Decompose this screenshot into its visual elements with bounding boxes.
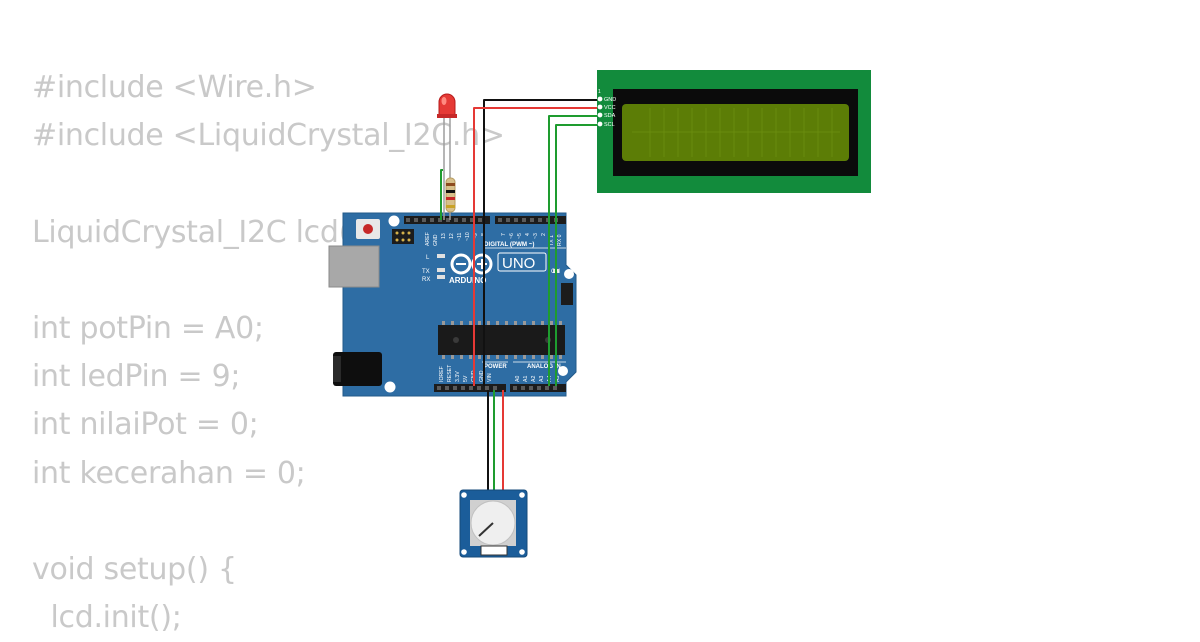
pin-label-5v: 5V [463,375,469,382]
potentiometer[interactable] [459,489,528,558]
code-line: int potPin = A0; [32,310,264,346]
pin-label-6: ~6 [509,233,515,239]
lcd-pin-sda: SDA [604,113,616,119]
brand-label: ARDUINO [449,276,486,285]
pin-label-vin: VIN [487,373,493,382]
pin-label-rx0: RX 0 [557,234,563,246]
pin-label-12: 12 [449,233,455,239]
lcd-pin-scl: SCL [604,122,615,128]
wire-lcd-vcc [473,107,597,386]
power-jack [333,352,382,386]
pin-label-11: ~11 [457,232,463,241]
pin-label-2: 2 [541,233,547,236]
pin-label-3: ~3 [533,233,539,239]
pin-label-9: ~9 [473,233,479,239]
wire-lcd-sda [548,115,597,386]
resistor[interactable] [445,177,456,220]
code-line: #include <Wire.h> [32,70,317,105]
mounting-hole [388,215,400,227]
atmega-chip [438,325,565,355]
pin-label-a1: A1 [523,376,529,382]
analog-label: ANALOG IN [527,364,561,370]
lcd-screen [622,104,849,161]
pin-label-10: ~10 [465,232,471,241]
usb-connector [328,245,380,288]
model-label: UNO [502,255,535,272]
mounting-hole [564,269,574,279]
lcd-pin-vcc: VCC [604,105,616,111]
pin-label-a2: A2 [531,376,537,382]
svg-text:1: 1 [598,89,601,95]
digital-header-label: DIGITAL (PWM ~) [484,241,534,248]
pin-label-ioref: IOREF [439,366,445,382]
led-label-l: L [426,255,430,261]
code-line: int kecerahan = 0; [32,455,306,491]
wire-led-gnd [440,169,443,220]
pin-label-13: 13 [441,233,447,239]
power-label: POWER [484,364,507,370]
wire-lcd-scl [555,124,597,386]
pin-label-gnd: GND [433,234,439,246]
pin-label-a0: A0 [515,376,521,382]
wire-lcd-gnd [483,99,597,386]
mounting-hole [558,366,568,376]
pin-label-4: 4 [525,233,531,236]
code-line: int ledPin = 9; [32,359,241,395]
lcd-pin-header [597,96,603,127]
pin-label-gnd-2: GND [479,370,485,382]
pin-label-7: 7 [501,233,507,236]
pin-label-3v3: 3.3V [455,371,461,382]
pin-label-a5: A5 [555,376,561,382]
pin-label-5: ~5 [517,233,523,239]
mounting-hole [384,381,396,393]
pot-knob-indicator [478,522,494,537]
red-led[interactable] [437,93,457,220]
led-label-tx: TX [422,269,430,275]
arduino-uno-board[interactable]: AREF GND 13 12 ~11 ~10 ~9 8 7 ~6 ~5 4 ~3… [328,212,577,397]
pin-label-reset: RESET [447,364,453,382]
led-label-rx: RX [422,277,430,283]
pin-label-aref: AREF [425,232,431,246]
code-line: void setup() { [32,551,237,587]
code-line: int nilaiPot = 0; [32,407,259,443]
lcd-pin-gnd: GND [604,97,616,103]
pin-label-tx1: TX 1 [549,235,555,246]
lcd-module[interactable]: 1 GND VCC SDA SCL [597,70,871,193]
code-line: lcd.init(); [32,600,182,636]
pin-label-a3: A3 [539,376,545,382]
